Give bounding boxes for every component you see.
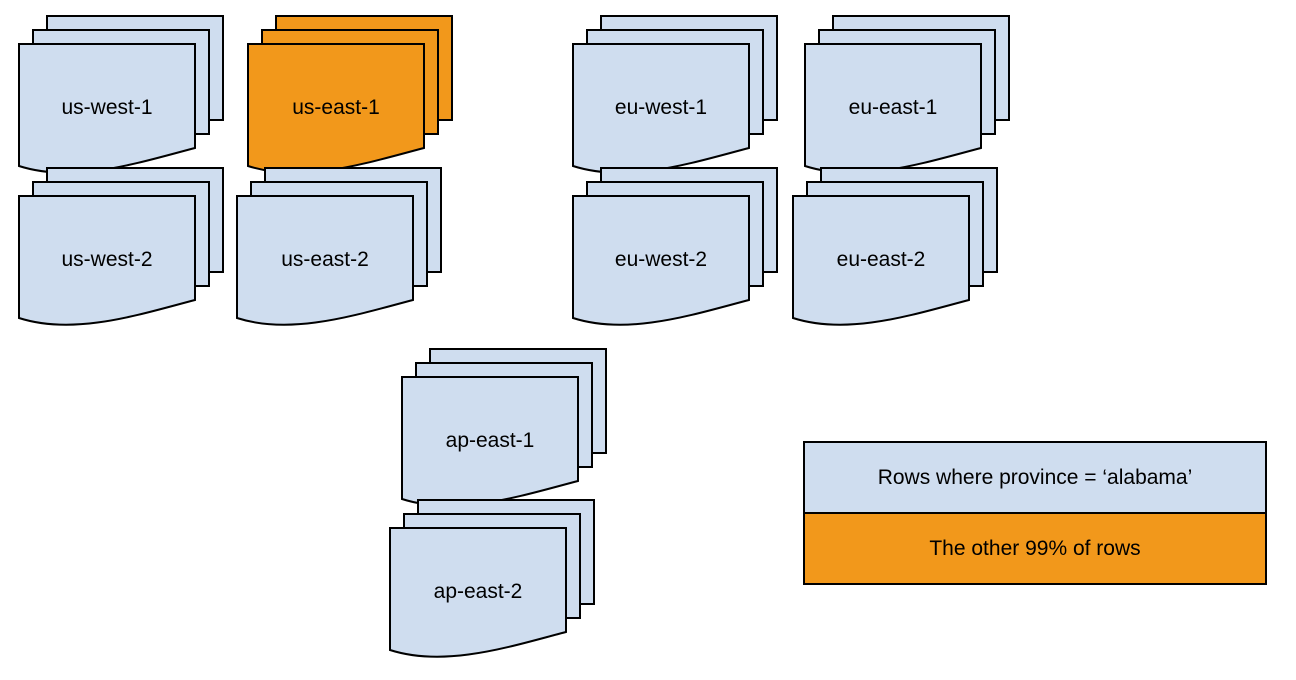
stacked-pages-icon — [18, 167, 224, 326]
region-label: us-west-1 — [61, 95, 153, 119]
stacked-pages-icon — [572, 167, 778, 326]
region-label: eu-east-1 — [848, 95, 938, 119]
page-stack-ap-east-2: ap-east-2 — [389, 499, 595, 661]
front-page-shape — [389, 527, 567, 658]
page-stack-eu-east-1: eu-east-1 — [804, 15, 1010, 177]
region-label: us-east-1 — [292, 95, 380, 119]
stacked-pages-icon — [401, 348, 607, 507]
page-stack-ap-east-1: ap-east-1 — [401, 348, 607, 510]
region-label: eu-east-2 — [836, 247, 926, 271]
page-stack-us-east-2: us-east-2 — [236, 167, 442, 329]
page-stack-eu-west-1: eu-west-1 — [572, 15, 778, 177]
stacked-pages-icon — [236, 167, 442, 326]
region-label: ap-east-2 — [433, 579, 523, 603]
stacked-pages-icon — [389, 499, 595, 658]
front-page-shape — [236, 195, 414, 326]
front-page-shape — [572, 195, 750, 326]
region-label: eu-west-2 — [614, 247, 708, 271]
front-page-shape — [792, 195, 970, 326]
page-stack-us-west-1: us-west-1 — [18, 15, 224, 177]
front-page-shape — [18, 195, 196, 326]
page-stack-us-east-1: us-east-1 — [247, 15, 453, 177]
page-stack-us-west-2: us-west-2 — [18, 167, 224, 329]
page-stack-eu-west-2: eu-west-2 — [572, 167, 778, 329]
legend-label-alabama: Rows where province = ‘alabama’ — [877, 465, 1193, 489]
region-label: us-east-2 — [281, 247, 369, 271]
legend-label-other-rows: The other 99% of rows — [929, 536, 1141, 560]
stacked-pages-icon — [792, 167, 998, 326]
stacked-pages-icon — [804, 15, 1010, 174]
stacked-pages-icon — [572, 15, 778, 174]
region-label: eu-west-1 — [614, 95, 708, 119]
region-label: us-west-2 — [61, 247, 153, 271]
stacked-pages-icon — [18, 15, 224, 174]
stacked-pages-icon — [247, 15, 453, 174]
page-stack-eu-east-2: eu-east-2 — [792, 167, 998, 329]
legend-row-other-rows: The other 99% of rows — [805, 512, 1265, 583]
region-label: ap-east-1 — [445, 428, 535, 452]
legend: Rows where province = ‘alabama’ The othe… — [803, 441, 1267, 585]
legend-row-alabama: Rows where province = ‘alabama’ — [805, 443, 1265, 512]
